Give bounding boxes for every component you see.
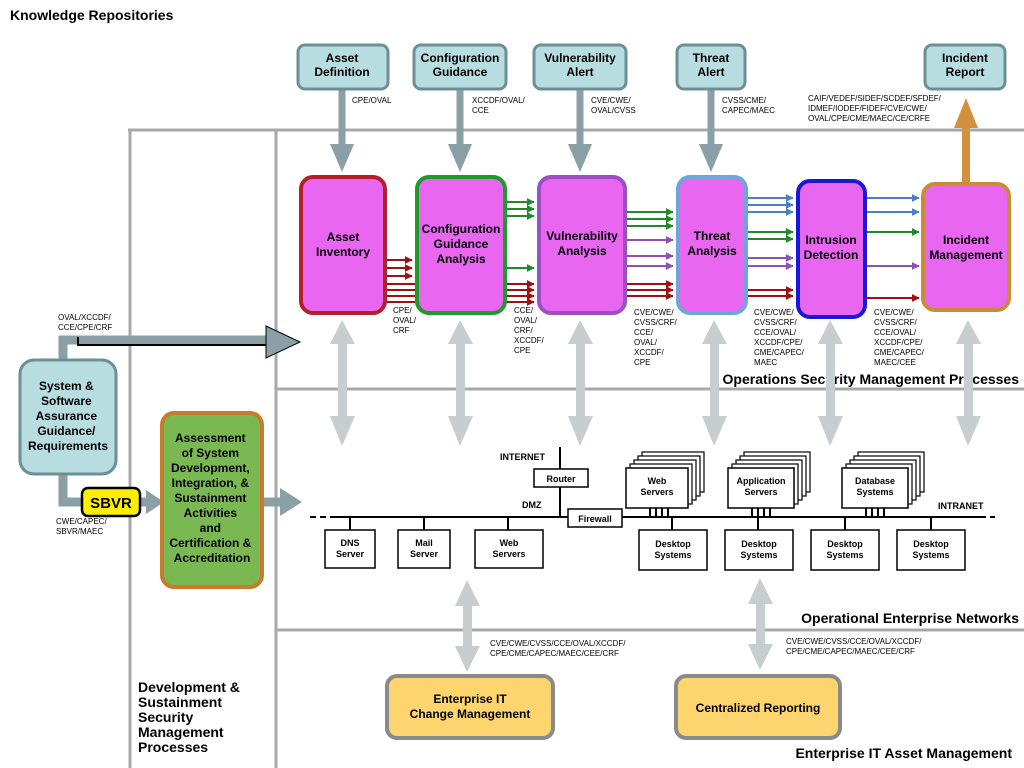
left-assurance-arrows (58, 325, 302, 516)
section-label-networks: Operational Enterprise Networks (801, 610, 1019, 626)
internet-label: INTERNET (500, 452, 546, 462)
router-box[interactable]: Router (533, 468, 589, 488)
svg-text:Assessment of System: Assessment of System Development, Integr… (169, 431, 254, 565)
svg-text:CVSS/CME/CAPEC/MAEC: CVSS/CME/CAPEC/MAEC (722, 96, 775, 115)
svg-text:Firewall: Firewall (578, 514, 612, 524)
section-label-development: Development & Sustainment Security Manag… (138, 679, 244, 755)
dmz-label: DMZ (522, 500, 542, 510)
svg-text:CPE/OVAL/CRF: CPE/OVAL/CRF (393, 306, 417, 335)
svg-text:Centralized Reporting: Centralized Reporting (696, 701, 821, 715)
intranet-label: INTRANET (938, 501, 984, 511)
assessment-box[interactable]: Assessment of System Development, Integr… (160, 411, 264, 589)
svg-text:CVE/CWE/CVSS/CRF/CCE/OVAL/XCCD: CVE/CWE/CVSS/CRF/CCE/OVAL/XCCDF/CPE/CME/… (874, 308, 925, 367)
section-label-operations: Operations Security Management Processes (723, 371, 1020, 387)
svg-text:SBVR: SBVR (90, 495, 132, 512)
svg-text:CPE/OVAL: CPE/OVAL (352, 96, 392, 105)
repo-to-process-arrows (330, 88, 723, 172)
centralized-reporting[interactable]: Centralized Reporting (674, 674, 842, 740)
change-mgmt-standards: CVE/CWE/CVSS/CCE/OVAL/XCCDF/CPE/CME/CAPE… (490, 639, 626, 658)
svg-text:CVE/CWE/OVAL/CVSS: CVE/CWE/OVAL/CVSS (591, 96, 636, 115)
sbvr-badge[interactable]: SBVR (80, 486, 142, 518)
incident-report-arrow (954, 98, 978, 182)
svg-text:System & Software: System & Software Assurance Guidance/ Re… (28, 379, 108, 453)
process-standards: CPE/OVAL/CRF CCE/OVAL/CRF/XCCDF/CPE CVE/… (393, 306, 925, 367)
section-frames (128, 128, 1024, 768)
sbvr-standards: CWE/CAPEC/SBVR/MAEC (56, 517, 107, 536)
firewall-box[interactable]: Firewall (567, 508, 623, 528)
process-flow-arrows (386, 194, 920, 306)
svg-text:CAIF/VEDEF/SIDEF/SCDEF/SFDEF/I: CAIF/VEDEF/SIDEF/SCDEF/SFDEF/IDMEF/IODEF… (808, 94, 942, 123)
svg-text:CVE/CWE/CVSS/CRF/CCE/OVAL/XCCD: CVE/CWE/CVSS/CRF/CCE/OVAL/XCCDF/CPE/CME/… (754, 308, 805, 367)
reporting-standards: CVE/CWE/CVSS/CCE/OVAL/XCCDF/CPE/CME/CAPE… (786, 637, 922, 656)
assurance-standards: OVAL/XCCDF/CCE/CPE/CRF (58, 313, 112, 332)
svg-text:CCE/OVAL/CRF/XCCDF/CPE: CCE/OVAL/CRF/XCCDF/CPE (514, 306, 545, 355)
assurance-guidance-box[interactable]: System & Software Assurance Guidance/ Re… (18, 358, 118, 476)
section-label-asset-mgmt: Enterprise IT Asset Management (795, 745, 1012, 761)
repo-standards: CPE/OVAL XCCDF/OVAL/CCE CVE/CWE/OVAL/CVS… (352, 94, 942, 123)
svg-text:XCCDF/OVAL/CCE: XCCDF/OVAL/CCE (472, 96, 526, 115)
diagram-title: Knowledge Repositories (10, 7, 174, 23)
process-network-bidirectional-arrows (330, 320, 981, 672)
svg-text:Router: Router (547, 474, 576, 484)
svg-text:CVE/CWE/CVSS/CRF/CCE/OVAL/XCCD: CVE/CWE/CVSS/CRF/CCE/OVAL/XCCDF/CPE (634, 308, 677, 367)
